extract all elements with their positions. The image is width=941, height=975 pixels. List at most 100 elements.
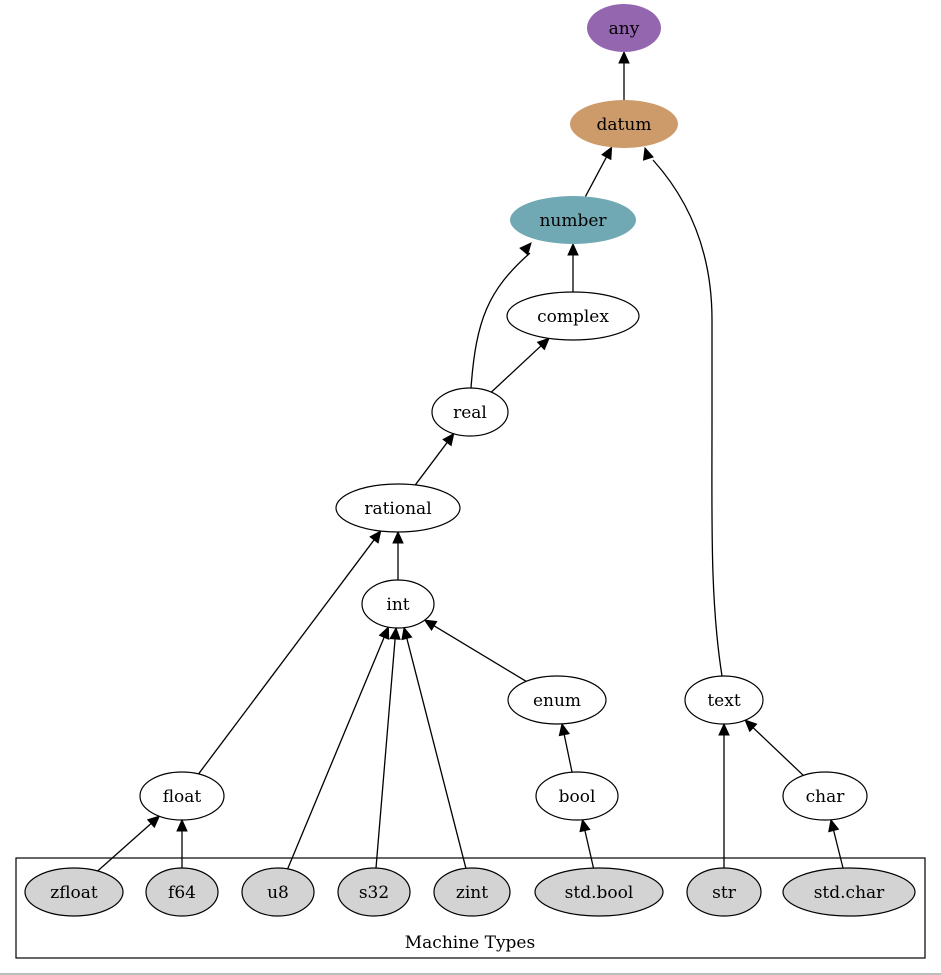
edge-zfloat-to-float-arrowhead [146, 815, 161, 829]
edge-zint-to-int [401, 626, 467, 869]
node-u8-ellipse [241, 867, 315, 917]
node-real: real [431, 387, 509, 437]
node-f64: f64 [145, 867, 219, 917]
node-text-label: text [707, 691, 740, 711]
node-s32-label: s32 [359, 883, 389, 903]
node-f64-label: f64 [168, 883, 196, 903]
node-str-ellipse [686, 867, 762, 917]
node-any-ellipse [587, 4, 661, 52]
node-int-ellipse [361, 579, 435, 629]
node-int-label: int [386, 595, 409, 615]
edge-float-to-rational-arrowhead [369, 530, 382, 544]
edge-zint-to-int-line [405, 637, 467, 869]
node-complex: complex [506, 291, 640, 341]
node-zfloat: zfloat [24, 867, 124, 917]
node-real-ellipse [431, 387, 509, 437]
node-char: char [782, 771, 868, 821]
node-datum: datum [570, 100, 678, 148]
node-char-label: char [806, 787, 846, 807]
node-zint-ellipse [433, 867, 511, 917]
node-number-label: number [539, 211, 607, 231]
node-float: float [139, 771, 225, 821]
node-zint-label: zint [456, 883, 488, 903]
node-enum-ellipse [507, 675, 607, 725]
edge-char-to-text-arrowhead [744, 719, 758, 733]
node-bool-label: bool [559, 787, 596, 807]
node-float-label: float [163, 787, 202, 807]
edge-std-bool-to-bool [579, 818, 595, 869]
node-f64-ellipse [145, 867, 219, 917]
node-rational: rational [335, 483, 461, 533]
edge-real-to-complex [490, 337, 550, 393]
node-complex-ellipse [506, 291, 640, 341]
node-s32: s32 [337, 867, 411, 917]
edge-float-to-rational-line [198, 538, 376, 775]
edge-text-to-datum-line [652, 159, 723, 677]
edge-datum-to-any-arrowhead [618, 50, 630, 64]
edge-u8-to-int-line [287, 636, 386, 870]
node-std-char: std.char [782, 867, 916, 917]
edge-real-to-complex-line [490, 344, 543, 393]
edge-text-to-datum-arrowhead [642, 146, 654, 161]
edge-float-to-rational [198, 530, 382, 775]
node-rational-label: rational [364, 499, 431, 519]
edge-std-bool-to-bool-line [584, 829, 595, 869]
edge-std-char-to-char-line [832, 829, 844, 869]
edge-s32-to-int-line [375, 637, 396, 869]
edge-number-to-datum [584, 146, 613, 197]
edge-std-char-to-char-arrowhead [828, 818, 840, 833]
edge-str-to-text [718, 722, 730, 868]
machine-types-cluster-box [15, 857, 926, 959]
edge-zint-to-int-arrowhead [401, 626, 413, 641]
edge-char-to-text [744, 719, 804, 776]
edge-u8-to-int [287, 626, 390, 870]
node-datum-ellipse [570, 100, 678, 148]
edge-u8-to-int-arrowhead [378, 626, 390, 640]
edge-f64-to-float [176, 818, 188, 868]
edge-enum-to-int-arrowhead [423, 619, 438, 631]
edge-int-to-rational [392, 530, 404, 580]
node-std-bool-label: std.bool [565, 883, 634, 903]
node-text: text [684, 675, 764, 725]
node-float-ellipse [139, 771, 225, 821]
node-std-char-ellipse [782, 867, 916, 917]
node-number: number [510, 196, 636, 244]
edge-int-to-rational-arrowhead [392, 530, 404, 544]
node-bool-ellipse [535, 771, 619, 821]
edge-f64-to-float-arrowhead [176, 818, 188, 832]
edge-real-to-complex-arrowhead [536, 337, 550, 351]
edge-bool-to-enum [558, 722, 573, 773]
edge-bool-to-enum-line [563, 733, 573, 773]
node-u8-label: u8 [267, 883, 289, 903]
node-std-char-label: std.char [814, 883, 885, 903]
edge-s32-to-int [375, 626, 401, 869]
node-complex-label: complex [537, 307, 609, 327]
edge-complex-to-number-arrowhead [567, 242, 579, 256]
edge-number-to-datum-line [584, 155, 608, 197]
edge-s32-to-int-arrowhead [389, 626, 401, 640]
edge-enum-to-int [423, 619, 527, 682]
node-zfloat-ellipse [24, 867, 124, 917]
node-datum-label: datum [597, 115, 652, 135]
edge-number-to-datum-arrowhead [601, 146, 613, 161]
node-int: int [361, 579, 435, 629]
node-real-label: real [453, 403, 487, 423]
edge-rational-to-real-line [414, 441, 449, 486]
edge-enum-to-int-line [432, 624, 527, 682]
node-std-bool: std.bool [534, 867, 664, 917]
node-text-ellipse [684, 675, 764, 725]
edge-char-to-text-line [751, 726, 804, 776]
edge-bool-to-enum-arrowhead [558, 722, 570, 737]
edge-std-char-to-char [828, 818, 844, 869]
node-char-ellipse [782, 771, 868, 821]
node-s32-ellipse [337, 867, 411, 917]
edge-datum-to-any [618, 50, 630, 100]
node-zfloat-label: zfloat [50, 883, 98, 903]
node-enum-label: enum [533, 691, 581, 711]
edge-real-to-number-line [470, 252, 531, 389]
node-rational-ellipse [335, 483, 461, 533]
edge-rational-to-real [414, 432, 455, 486]
edge-real-to-number [470, 242, 532, 389]
machine-types-cluster-label: Machine Types [405, 933, 535, 953]
